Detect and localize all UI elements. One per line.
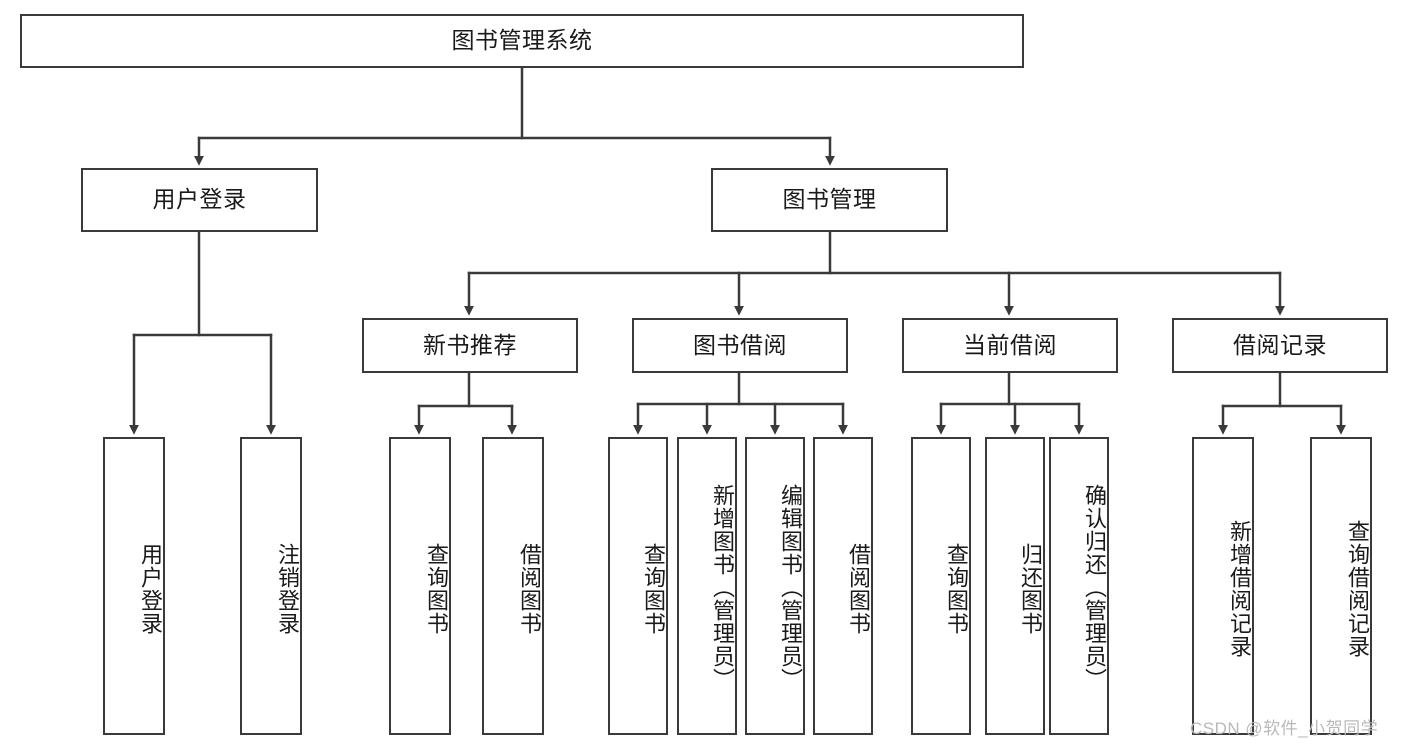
node-book-management[interactable]: 图书管理 xyxy=(711,168,948,232)
node-book-borrow[interactable]: 图书借阅 xyxy=(632,318,848,373)
leaf-borrow-books-newbook[interactable]: 借阅图书 xyxy=(482,437,544,735)
node-new-book-recommend[interactable]: 新书推荐 xyxy=(362,318,578,373)
leaf-query-borrow-record[interactable]: 查询借阅记录 xyxy=(1310,437,1372,735)
leaf-edit-book-admin[interactable]: 编辑图书（管理员） xyxy=(745,437,805,735)
node-current-borrow[interactable]: 当前借阅 xyxy=(902,318,1118,373)
leaf-borrow-book[interactable]: 借阅图书 xyxy=(813,437,873,735)
leaf-return-book[interactable]: 归还图书 xyxy=(985,437,1045,735)
node-borrow-records[interactable]: 借阅记录 xyxy=(1172,318,1388,373)
leaf-query-books-newbook[interactable]: 查询图书 xyxy=(389,437,451,735)
leaf-add-borrow-record[interactable]: 新增借阅记录 xyxy=(1192,437,1254,735)
leaf-confirm-return-admin[interactable]: 确认归还（管理员） xyxy=(1049,437,1109,735)
node-user-login[interactable]: 用户登录 xyxy=(81,168,318,232)
leaf-user-login[interactable]: 用户登录 xyxy=(103,437,165,735)
leaf-query-books-current[interactable]: 查询图书 xyxy=(911,437,971,735)
csdn-watermark: CSDN @软件_小贺同学 xyxy=(1190,719,1379,738)
leaf-add-book-admin[interactable]: 新增图书（管理员） xyxy=(677,437,737,735)
leaf-logout[interactable]: 注销登录 xyxy=(240,437,302,735)
leaf-query-books-borrow[interactable]: 查询图书 xyxy=(608,437,668,735)
node-root-system[interactable]: 图书管理系统 xyxy=(20,14,1024,68)
